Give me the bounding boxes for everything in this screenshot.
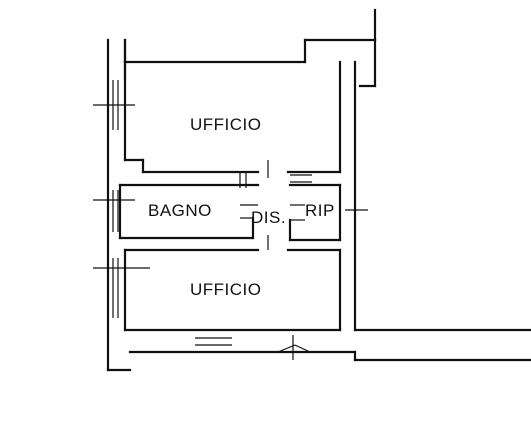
room-label-office-top: UFFICIO — [190, 115, 262, 134]
bathroom-walls — [118, 183, 260, 240]
storage-walls — [288, 183, 342, 242]
hallway-marks — [267, 160, 368, 250]
room-label-office-bottom: UFFICIO — [190, 280, 262, 299]
exterior-walls — [106, 8, 531, 372]
left-windows — [93, 80, 150, 318]
room-label-storage: RIP — [305, 201, 335, 220]
room-label-hallway: DIS. — [251, 208, 286, 227]
office-bottom-walls — [123, 248, 342, 360]
room-label-bathroom: BAGNO — [148, 201, 212, 220]
